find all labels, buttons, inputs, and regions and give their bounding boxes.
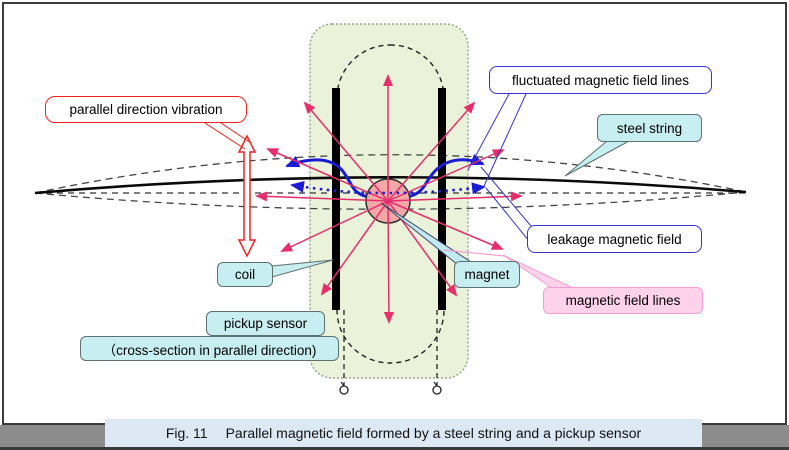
field-arrow-left xyxy=(255,191,389,202)
field-arrow-right xyxy=(387,191,523,202)
vibration-double-arrow xyxy=(237,134,257,258)
label-magnet: magnet xyxy=(454,261,520,288)
leakage-field-dotted-line xyxy=(290,180,486,195)
terminal-pin-left xyxy=(339,385,349,395)
outer-dark-strip xyxy=(0,447,789,450)
terminal-pin-right-tick xyxy=(433,381,438,387)
label-pickup-sensor: pickup sensor xyxy=(206,311,325,336)
field-lines-callout-leader xyxy=(442,249,506,257)
label-steel-string: steel string xyxy=(597,114,702,142)
field-arrow-down xyxy=(383,200,394,324)
vibration-envelope-lower xyxy=(34,191,747,210)
steel-string-callout-tail xyxy=(564,140,630,177)
label-leakage-magnetic-field: leakage magnetic field xyxy=(527,225,702,253)
label-parallel-direction-vibration: parallel direction vibration xyxy=(45,96,247,123)
label-magnetic-field-lines: magnetic field lines xyxy=(543,287,703,314)
figure-number: Fig. 11 xyxy=(165,425,208,441)
steel-string-line xyxy=(34,175,747,195)
leakage-label-leaders xyxy=(480,166,532,242)
label-cross-section: （cross-section in parallel direction) xyxy=(80,336,339,361)
figure-caption: Fig. 11 Parallel magnetic field formed b… xyxy=(105,419,702,447)
terminal-pin-left-tick xyxy=(340,381,345,387)
field-arrow-down-right xyxy=(387,200,504,250)
terminal-pin-right xyxy=(432,385,442,395)
label-fluctuated-magnetic-field-lines: fluctuated magnetic field lines xyxy=(489,66,712,94)
vibration-label-leaders xyxy=(204,122,252,150)
label-coil: coil xyxy=(217,262,273,287)
field-arrow-down-left-steep xyxy=(320,200,389,296)
field-arrow-down-left xyxy=(280,200,389,252)
fluctuated-label-leaders xyxy=(467,93,527,187)
vibration-envelope-upper xyxy=(34,154,747,194)
figure-caption-text: Parallel magnetic field formed by a stee… xyxy=(225,425,642,441)
